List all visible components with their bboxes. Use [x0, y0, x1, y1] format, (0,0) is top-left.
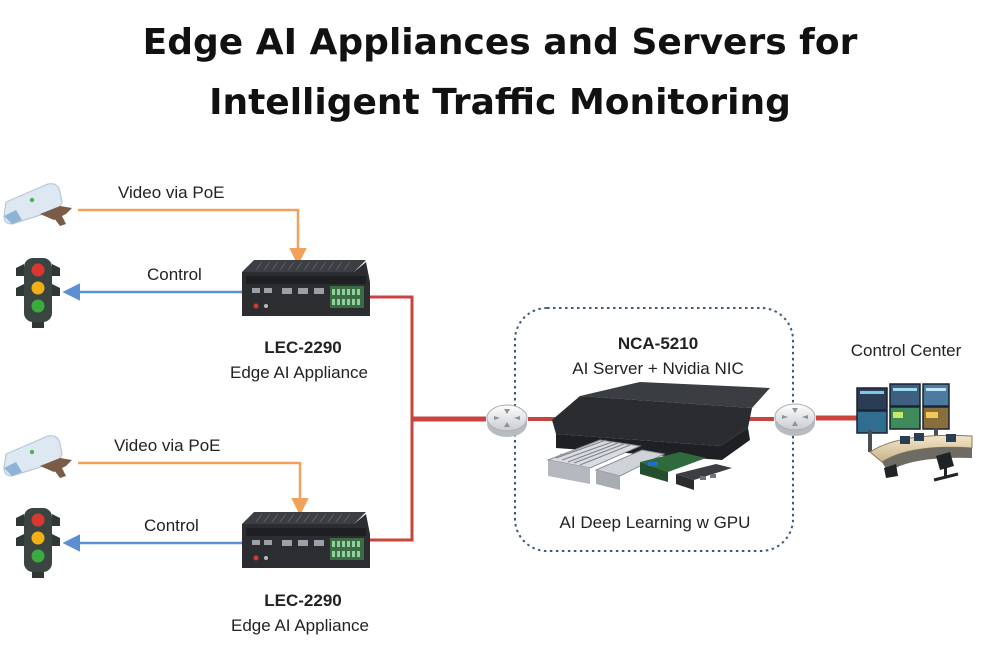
diagram-title-line-1: Edge AI Appliances and Servers for — [143, 22, 858, 63]
diagram-title-line-2: Intelligent Traffic Monitoring — [209, 82, 791, 123]
server-caption-label: AI Deep Learning w GPU — [560, 513, 751, 532]
edge-appliance-image — [241, 259, 371, 317]
network-router-icon — [774, 403, 816, 437]
control-link-label: Control — [147, 265, 202, 284]
server-description-label: AI Server + Nvidia NIC — [572, 359, 743, 378]
lower-appliance-uplink — [368, 419, 414, 542]
control-center-label: Control Center — [851, 341, 962, 360]
edge-appliance-image — [241, 511, 371, 569]
traffic-light-icon — [16, 508, 60, 578]
ip-camera-icon — [3, 183, 73, 227]
appliance-role-label: Edge AI Appliance — [231, 616, 369, 635]
appliance-model-label: LEC-2290 — [264, 338, 341, 357]
control-center-image — [856, 383, 973, 482]
video-link-upper — [78, 208, 307, 266]
ip-camera-icon — [3, 435, 73, 479]
upper-appliance-uplink — [368, 295, 414, 419]
network-router-icon — [486, 404, 528, 438]
network-links — [368, 295, 414, 542]
appliance-role-label: Edge AI Appliance — [230, 363, 368, 382]
traffic-light-icon — [16, 258, 60, 328]
appliance-model-label: LEC-2290 — [264, 591, 341, 610]
video-link-lower — [78, 461, 309, 516]
video-link-label: Video via PoE — [114, 436, 220, 455]
control-link-label: Control — [144, 516, 199, 535]
server-model-label: NCA-5210 — [618, 334, 698, 353]
server-image — [546, 382, 770, 490]
video-link-label: Video via PoE — [118, 183, 224, 202]
